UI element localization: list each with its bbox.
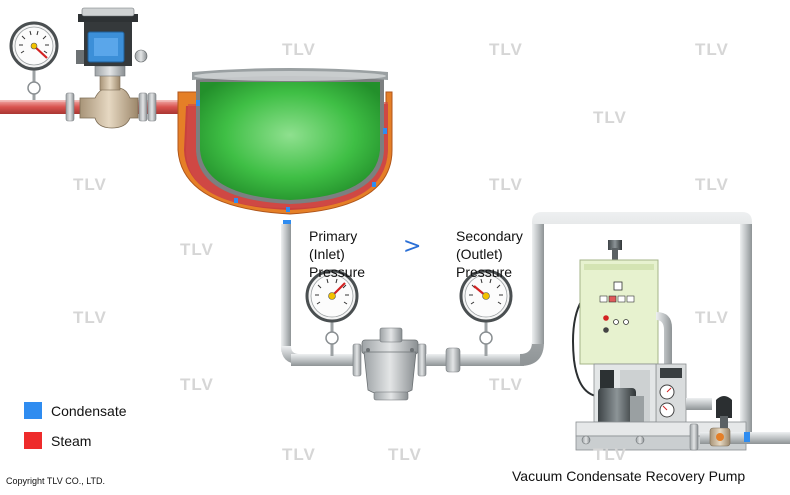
pressure-compare-symbol: > (403, 234, 422, 259)
watermark: TLV (695, 175, 729, 194)
watermark: TLV (388, 445, 422, 464)
watermark: TLV (489, 175, 523, 194)
pump-caption: Vacuum Condensate Recovery Pump (512, 468, 746, 484)
primary-label-line-1: Primary (309, 228, 358, 244)
legend-condensate-label: Condensate (51, 402, 127, 419)
steam-trap-icon (361, 327, 419, 401)
watermark: TLV (593, 445, 627, 464)
primary-label-line-2: (Inlet) (309, 246, 345, 262)
secondary-pressure-label: Secondary (Outlet) Pressure (456, 227, 523, 281)
watermark: TLV (695, 308, 729, 327)
watermark: TLV (695, 40, 729, 59)
primary-label-line-3: Pressure (309, 264, 366, 280)
pump-icon (572, 240, 790, 451)
inlet-flanges (65, 92, 157, 122)
watermark: TLV (73, 308, 107, 327)
watermark: TLV (489, 40, 523, 59)
watermark: TLV (73, 175, 107, 194)
watermark: TLV (489, 375, 523, 394)
watermark: TLV (282, 40, 316, 59)
primary-pressure-gauge-icon (305, 269, 359, 356)
condensate-drain-pipe (281, 224, 362, 377)
watermark: TLV (593, 108, 627, 127)
watermark: TLV (180, 375, 214, 394)
steam-swatch (24, 432, 42, 449)
secondary-label-line-2: (Outlet) (456, 246, 503, 262)
copyright-text: Copyright TLV CO., LTD. (6, 476, 106, 486)
watermark: TLV (180, 240, 214, 259)
legend-condensate: Condensate (24, 402, 127, 419)
watermark: TLV (282, 445, 316, 464)
legend-steam-label: Steam (51, 432, 92, 449)
upstream-pressure-gauge-icon (9, 21, 59, 100)
jacketed-vessel (177, 68, 393, 226)
legend-steam: Steam (24, 432, 91, 449)
primary-pressure-label: Primary (Inlet) Pressure (309, 227, 365, 281)
control-valve-icon (76, 7, 148, 129)
trap-outlet-pipe (417, 212, 752, 434)
secondary-label-line-3: Pressure (456, 264, 513, 280)
secondary-pressure-gauge-icon (459, 269, 513, 356)
condensate-swatch (24, 402, 42, 419)
secondary-label-line-1: Secondary (456, 228, 523, 244)
